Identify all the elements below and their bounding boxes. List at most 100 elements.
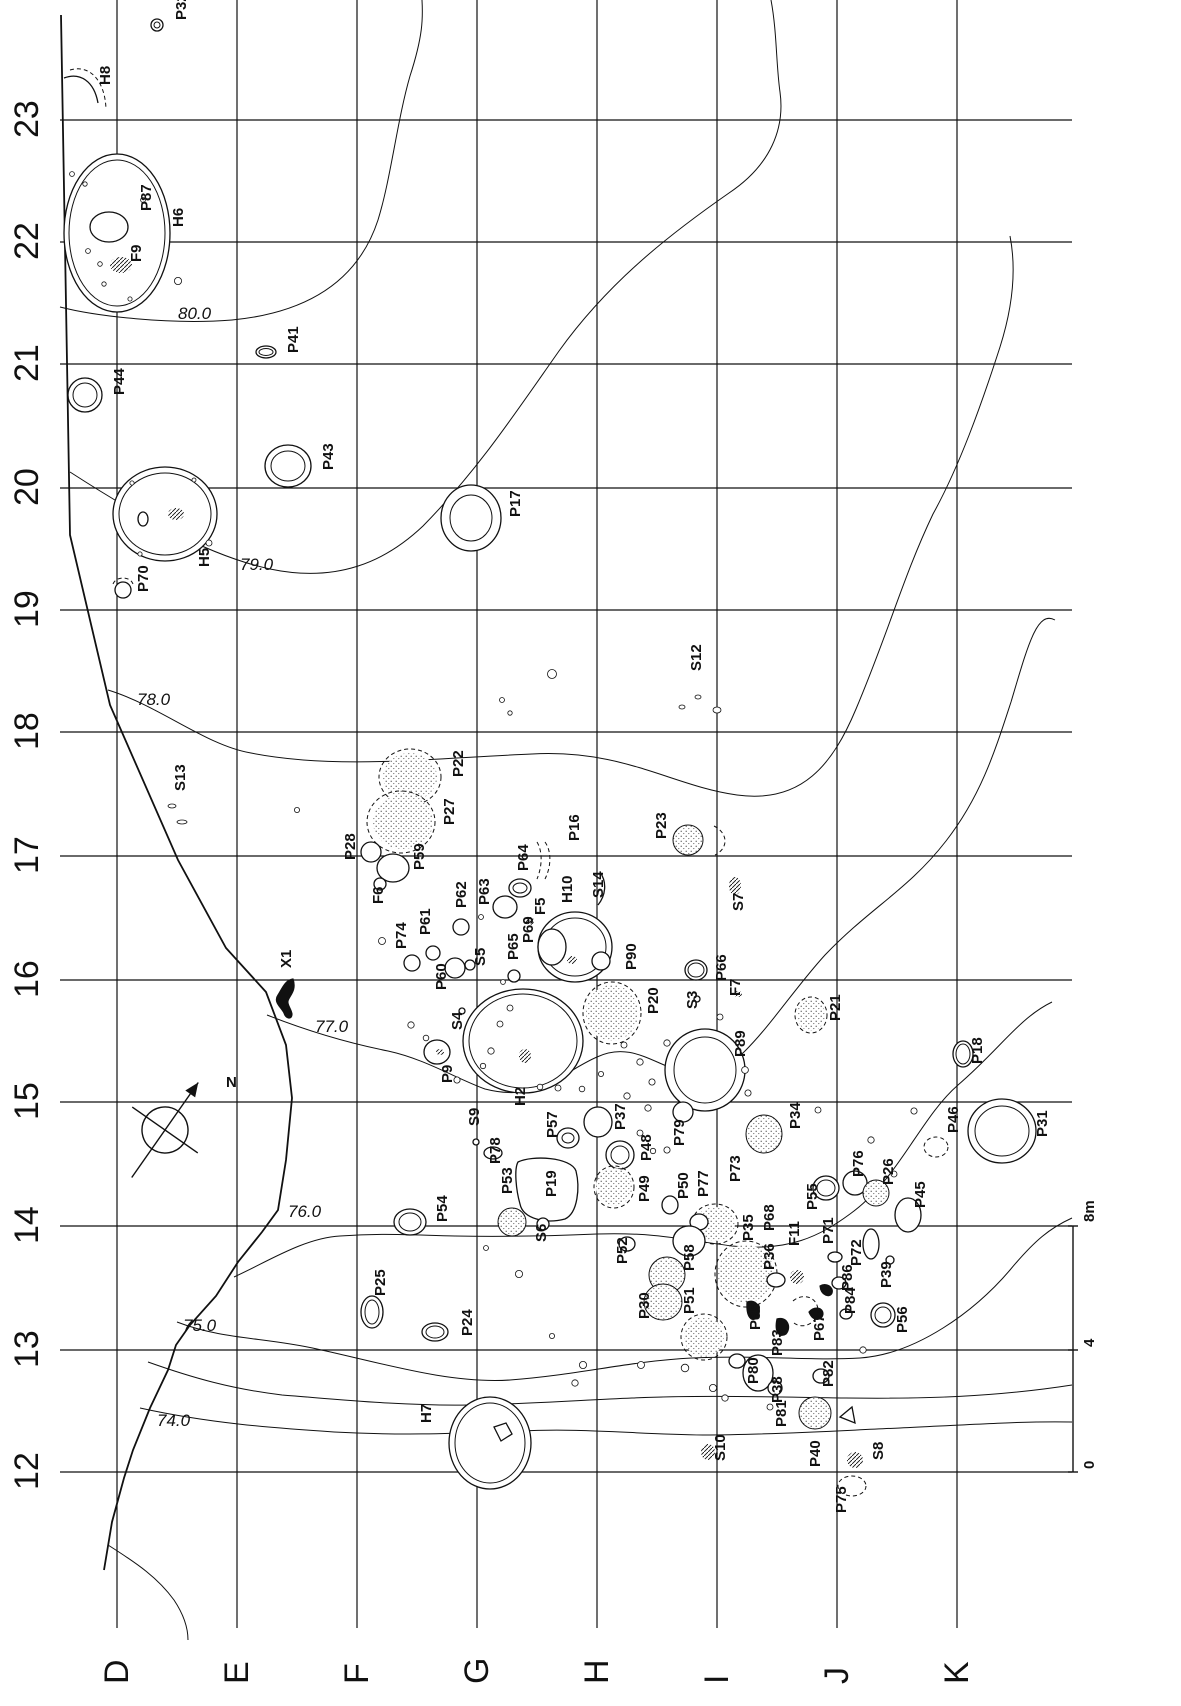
feature-label-p37: P37 xyxy=(612,1103,629,1130)
small-pit xyxy=(649,1147,657,1155)
feature-p22-outline xyxy=(378,748,442,806)
feature-label-p46: P46 xyxy=(945,1106,962,1133)
small-pit xyxy=(547,669,557,679)
scale-bar: 8m 4 0 xyxy=(1068,1200,1098,1473)
small-pit xyxy=(483,1245,489,1251)
feature-label-p20: P20 xyxy=(645,987,662,1014)
feature-p37 xyxy=(583,1106,613,1138)
feature-f5 xyxy=(526,917,534,925)
feature-p19 xyxy=(515,1157,579,1222)
feature-s7 xyxy=(729,877,741,895)
feature-label-p9: P9 xyxy=(439,1065,456,1083)
small-pit xyxy=(500,979,506,985)
feature-label-p53: P53 xyxy=(499,1167,516,1194)
feature-p83-stones xyxy=(775,1317,790,1336)
feature-label-p65: P65 xyxy=(505,933,522,960)
feature-p90 xyxy=(591,951,611,971)
feature-p77-outline xyxy=(691,1203,739,1245)
north-arrow-line-cross xyxy=(131,1106,199,1154)
feature-label-h5: H5 xyxy=(196,548,213,567)
north-arrow-symbol xyxy=(131,1082,199,1178)
feature-x1 xyxy=(275,978,295,1019)
feature-p64 xyxy=(508,878,532,898)
small-pit xyxy=(479,1062,487,1070)
small-pit xyxy=(663,1146,671,1154)
feature-label-p28: P28 xyxy=(342,833,359,860)
feature-p21 xyxy=(797,999,825,1031)
feature-p22 xyxy=(383,753,437,801)
feature-label-p77: P77 xyxy=(695,1170,712,1197)
feature-label-s12: S12 xyxy=(688,644,705,671)
grid-label-y-18: 18 xyxy=(8,712,46,750)
feature-h5-inner xyxy=(118,472,212,556)
small-pit xyxy=(910,1107,918,1115)
feature-label-h8: H8 xyxy=(97,66,114,85)
feature-p38 xyxy=(742,1354,774,1392)
small-pit xyxy=(191,477,197,483)
small-pit xyxy=(487,1047,495,1055)
small-pit xyxy=(499,697,505,703)
feature-p16-b xyxy=(536,841,542,880)
feature-label-p34: P34 xyxy=(787,1102,804,1129)
feature-label-p24: P24 xyxy=(459,1309,476,1336)
feature-p20-outline xyxy=(582,981,642,1045)
feature-label-p78: P78 xyxy=(487,1137,504,1164)
grid-label-y-23: 23 xyxy=(8,100,46,138)
feature-label-p56: P56 xyxy=(894,1306,911,1333)
grid-label-y-14: 14 xyxy=(8,1206,46,1244)
feature-label-f7: F7 xyxy=(727,978,744,996)
feature-label-p85: P85 xyxy=(747,1303,764,1330)
feature-label-s4: S4 xyxy=(449,1011,466,1030)
feature-p49-outline xyxy=(593,1165,635,1209)
feature-h2-inner xyxy=(468,993,578,1089)
feature-p78 xyxy=(483,1146,503,1160)
contour-75 xyxy=(176,1217,1073,1381)
feature-label-p19: P19 xyxy=(543,1170,560,1197)
grid-label-y-19: 19 xyxy=(8,590,46,628)
feature-p59 xyxy=(376,853,410,883)
feature-p18-inner xyxy=(955,1043,971,1065)
feature-labels: P32H8H6P87F9P41P44P43H5P17P70S12S13P22P2… xyxy=(97,0,1051,1513)
feature-label-p21: P21 xyxy=(827,994,844,1021)
feature-p23-side xyxy=(713,825,726,856)
feature-label-h2: H2 xyxy=(512,1087,529,1106)
feature-label-s13: S13 xyxy=(172,764,189,791)
feature-p27-outline xyxy=(366,790,436,854)
feature-p58 xyxy=(649,1257,685,1293)
grid-label-x-d: D xyxy=(98,1659,136,1684)
feature-label-p27: P27 xyxy=(441,798,458,825)
small-pit xyxy=(578,1085,586,1093)
feature-p89-inner xyxy=(673,1036,737,1104)
feature-p48-inner xyxy=(610,1145,630,1165)
feature-label-s10: S10 xyxy=(712,1434,729,1461)
feature-p48 xyxy=(605,1140,635,1170)
feature-label-f6: F6 xyxy=(370,886,387,904)
feature-label-p16: P16 xyxy=(566,814,583,841)
feature-h2 xyxy=(462,988,584,1094)
contour-label-76-0: 76.0 xyxy=(288,1202,322,1221)
feature-label-p54: P54 xyxy=(434,1195,451,1222)
small-pit xyxy=(140,197,146,203)
site-boundary-line xyxy=(60,14,293,1571)
feature-s13-stone-a xyxy=(176,819,188,825)
feature-h6-inner xyxy=(68,159,166,307)
grid-label-y-16: 16 xyxy=(8,960,46,998)
feature-p32-inner xyxy=(153,21,161,29)
feature-p68 xyxy=(718,1245,774,1303)
grid-label-x-e: E xyxy=(218,1661,256,1684)
small-pit xyxy=(579,1361,588,1370)
feature-label-p52: P52 xyxy=(614,1237,631,1264)
small-pit xyxy=(663,1039,671,1047)
feature-label-h10: H10 xyxy=(559,875,576,903)
feature-label-h7: H7 xyxy=(418,1404,435,1423)
feature-p32 xyxy=(150,18,164,32)
feature-label-p62: P62 xyxy=(453,881,470,908)
small-pit xyxy=(890,1170,898,1178)
contour-78 xyxy=(107,235,1014,797)
feature-f7 xyxy=(734,991,742,997)
feature-label-p90: P90 xyxy=(623,943,640,970)
feature-label-s9: S9 xyxy=(466,1108,483,1126)
feature-f9 xyxy=(110,257,132,273)
feature-s5 xyxy=(464,959,476,971)
feature-p31-inner xyxy=(974,1105,1030,1157)
